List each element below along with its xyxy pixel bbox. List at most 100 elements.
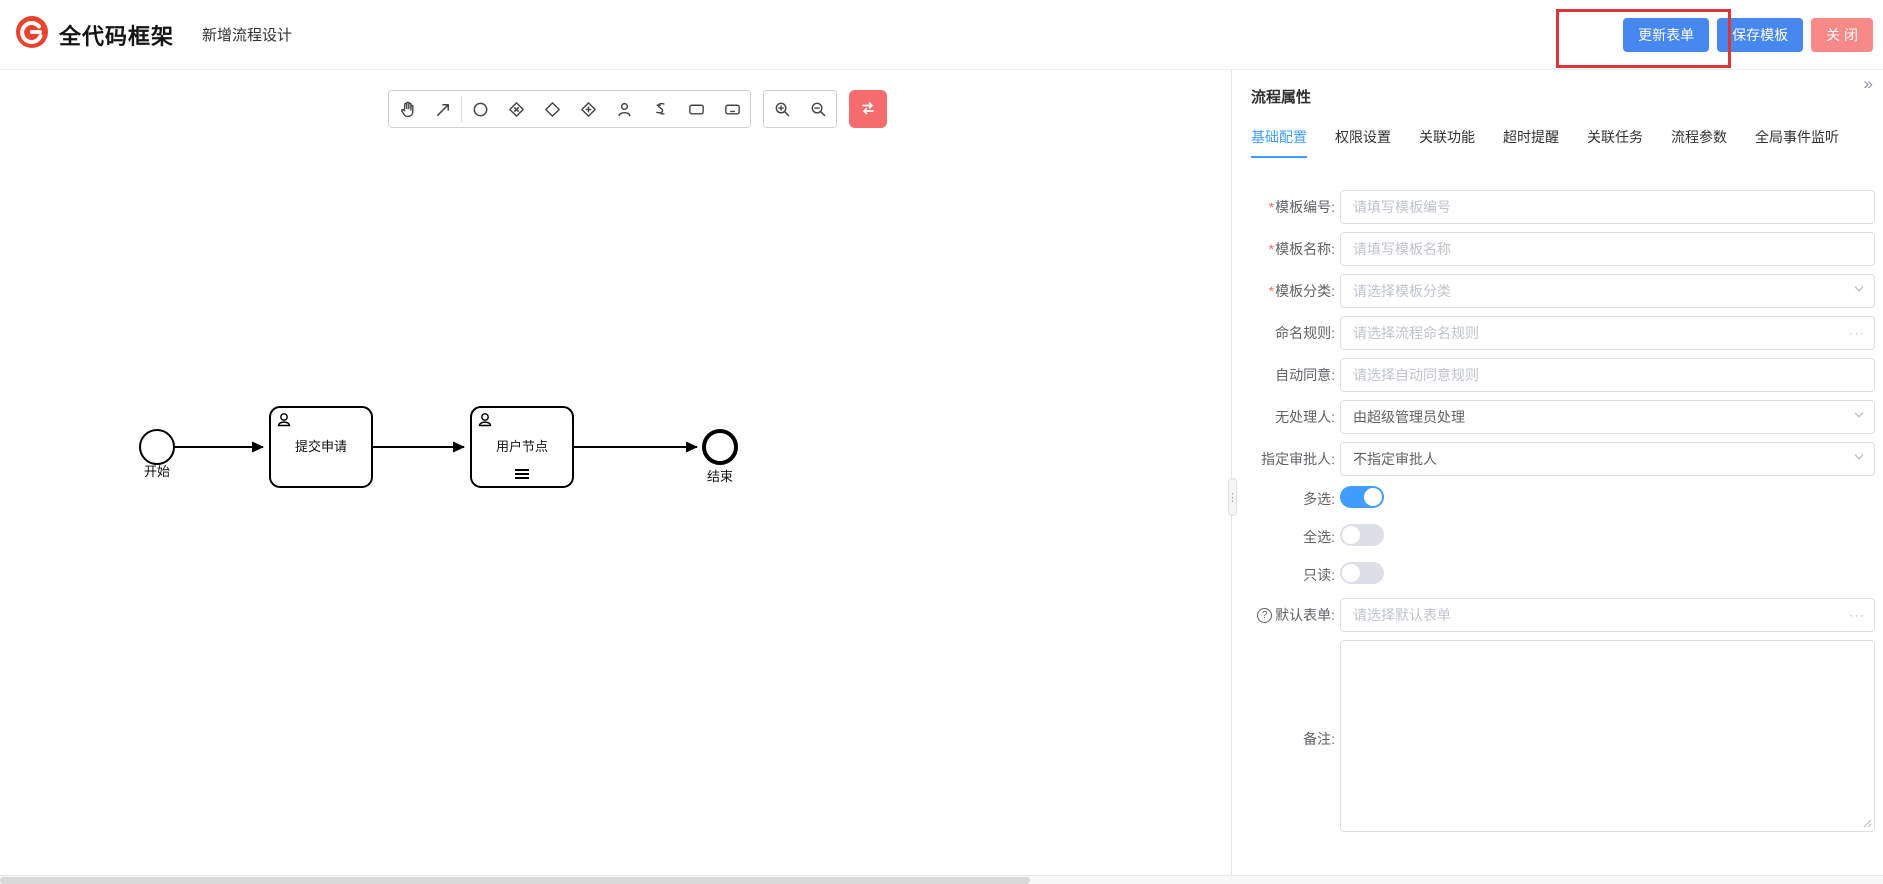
help-icon: ? <box>1257 607 1273 623</box>
update-form-button[interactable]: 更新表单 <box>1623 17 1710 52</box>
start-event-node[interactable]: 开始 <box>139 429 175 479</box>
field-label: 全选: <box>1303 529 1335 545</box>
user-task-node-2[interactable]: 用户节点 <box>470 406 574 488</box>
header-actions: 更新表单 保存模板 关 闭 <box>1623 17 1873 52</box>
field-label: 多选: <box>1303 491 1335 507</box>
end-event-node[interactable]: 结束 <box>702 429 738 484</box>
no-handler-select[interactable] <box>1340 400 1875 434</box>
user-task-icon <box>478 413 492 427</box>
end-event-label: 结束 <box>707 469 733 484</box>
multi-instance-marker <box>515 469 529 479</box>
select-all-toggle[interactable] <box>1340 523 1384 546</box>
required-mark: * <box>1268 283 1275 299</box>
panel-tabs: 基础配置 权限设置 关联功能 超时提醒 关联任务 流程参数 全局事件监听 <box>1251 127 1883 158</box>
tab-related-function[interactable]: 关联功能 <box>1419 129 1475 145</box>
create-start-event-icon[interactable] <box>462 91 498 127</box>
form-row-template-name: *模板名称: <box>1251 232 1875 266</box>
app-name: 全代码框架 <box>59 23 175 49</box>
chevron-down-icon <box>1853 451 1865 467</box>
tab-timeout-reminder[interactable]: 超时提醒 <box>1503 129 1559 145</box>
create-gateway-icon[interactable] <box>534 91 570 127</box>
form-row-multi-select: 多选: <box>1251 484 1875 514</box>
assigned-approver-select[interactable] <box>1340 442 1875 476</box>
field-label: 备注: <box>1303 730 1335 747</box>
bpmn-diagram: 开始 提交申请 <box>139 406 738 488</box>
hand-tool-icon[interactable] <box>389 91 425 127</box>
field-label: 自动同意: <box>1275 367 1335 383</box>
create-user-task-icon[interactable] <box>606 91 642 127</box>
horizontal-scrollbar[interactable] <box>0 875 1883 884</box>
form-row-default-form: ?默认表单: ··· <box>1251 598 1875 632</box>
ellipsis-icon[interactable]: ··· <box>1849 607 1865 623</box>
main-area: 开始 提交申请 <box>0 70 1883 875</box>
required-mark: * <box>1268 199 1275 215</box>
exchange-icon <box>859 99 877 120</box>
default-form-input[interactable] <box>1340 598 1875 632</box>
form-row-template-category: *模板分类: <box>1251 274 1875 308</box>
chevron-down-icon <box>1853 409 1865 425</box>
field-label: 命名规则: <box>1275 325 1335 341</box>
auto-agree-input[interactable] <box>1340 358 1875 392</box>
template-name-input[interactable] <box>1340 232 1875 266</box>
collapse-panel-icon[interactable]: » <box>1863 74 1873 93</box>
field-label: 指定审批人: <box>1261 451 1335 467</box>
remarks-textarea[interactable] <box>1340 640 1875 832</box>
zoom-in-icon[interactable] <box>764 91 800 127</box>
ellipsis-icon[interactable]: ··· <box>1849 325 1865 341</box>
zoom-out-icon[interactable] <box>800 91 836 127</box>
field-label: 模板名称: <box>1275 241 1335 257</box>
toggle-knob <box>1364 487 1382 506</box>
form-row-naming-rule: 命名规则: ··· <box>1251 316 1875 350</box>
scrollbar-thumb[interactable] <box>0 877 1030 884</box>
logo-icon <box>14 14 50 55</box>
close-button[interactable]: 关 闭 <box>1811 17 1873 52</box>
create-script-task-icon[interactable] <box>642 91 678 127</box>
template-category-select[interactable] <box>1340 274 1875 308</box>
field-label: 模板编号: <box>1275 199 1335 215</box>
create-task-icon[interactable] <box>678 91 714 127</box>
basic-config-form: *模板编号: *模板名称: *模板分类: 命名规则: <box>1232 190 1883 837</box>
save-template-button[interactable]: 保存模板 <box>1717 17 1804 52</box>
start-event-label: 开始 <box>144 464 170 479</box>
readonly-toggle[interactable] <box>1340 561 1384 584</box>
global-connect-tool-icon[interactable] <box>425 91 461 127</box>
tab-related-task[interactable]: 关联任务 <box>1587 129 1643 145</box>
create-gateway-x-icon[interactable] <box>498 91 534 127</box>
tab-permission[interactable]: 权限设置 <box>1335 129 1391 145</box>
header: 全代码框架 新增流程设计 更新表单 保存模板 关 闭 <box>0 0 1883 70</box>
toolbar-separator <box>461 96 462 122</box>
danger-action-button[interactable] <box>849 90 887 128</box>
form-row-select-all: 全选: <box>1251 522 1875 552</box>
toggle-knob <box>1342 563 1360 582</box>
tab-global-event-listener[interactable]: 全局事件监听 <box>1755 129 1839 145</box>
field-label: 默认表单: <box>1275 607 1335 623</box>
form-row-no-handler: 无处理人: <box>1251 400 1875 434</box>
form-row-auto-agree: 自动同意: <box>1251 358 1875 392</box>
create-gateway-plus-icon[interactable] <box>570 91 606 127</box>
panel-resize-handle[interactable]: ⋮ <box>1227 478 1238 516</box>
panel-header: 流程属性 <box>1232 70 1883 107</box>
palette-group <box>388 90 751 128</box>
field-label: 模板分类: <box>1275 283 1335 299</box>
bpmn-canvas[interactable]: 开始 提交申请 <box>0 70 1232 875</box>
field-label: 只读: <box>1303 567 1335 583</box>
page-title: 新增流程设计 <box>202 27 293 44</box>
tab-process-params[interactable]: 流程参数 <box>1671 129 1727 145</box>
canvas-toolbar <box>388 90 887 128</box>
task1-label: 提交申请 <box>295 439 347 454</box>
task2-label: 用户节点 <box>496 439 548 454</box>
template-no-input[interactable] <box>1340 190 1875 224</box>
create-subprocess-icon[interactable] <box>714 91 750 127</box>
multi-select-toggle[interactable] <box>1340 485 1384 508</box>
field-label: 无处理人: <box>1275 409 1335 425</box>
logo: 全代码框架 <box>14 14 174 55</box>
user-task-icon <box>277 413 291 427</box>
required-mark: * <box>1268 241 1275 257</box>
chevron-down-icon <box>1853 283 1865 299</box>
user-task-node-1[interactable]: 提交申请 <box>269 406 373 488</box>
form-row-readonly: 只读: <box>1251 560 1875 590</box>
form-row-template-no: *模板编号: <box>1251 190 1875 224</box>
naming-rule-input[interactable] <box>1340 316 1875 350</box>
tab-basic-config[interactable]: 基础配置 <box>1251 127 1307 158</box>
